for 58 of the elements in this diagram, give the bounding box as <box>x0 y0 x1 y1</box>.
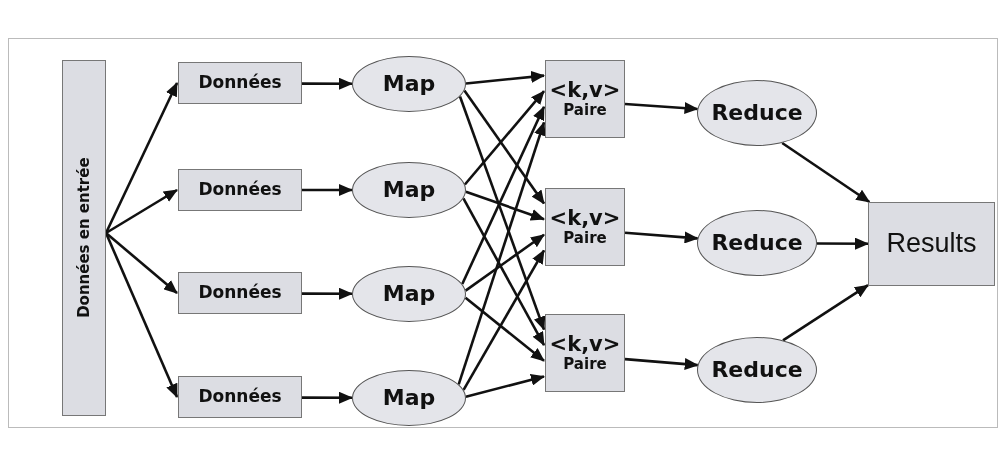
arrow <box>464 233 545 292</box>
node-label: Map <box>382 281 436 307</box>
node-label: Map <box>382 177 436 203</box>
arrow <box>782 284 869 342</box>
arrow <box>465 373 545 399</box>
arrow <box>104 232 179 398</box>
input-data-bar <box>62 60 106 416</box>
node-label: Paire <box>563 230 607 248</box>
arrow <box>462 249 546 391</box>
node-label: Données <box>198 73 282 93</box>
arrow <box>302 391 353 404</box>
arrow <box>302 77 353 90</box>
arrow <box>463 89 546 205</box>
arrow <box>302 287 353 300</box>
process-box <box>545 188 625 266</box>
process-box <box>178 272 302 314</box>
process-box <box>178 169 302 211</box>
arrow <box>105 232 178 294</box>
node-label: Données <box>198 180 282 200</box>
process-box <box>178 62 302 104</box>
arrow <box>624 231 699 244</box>
arrow <box>105 188 178 235</box>
arrow <box>302 184 353 196</box>
arrow <box>624 357 699 370</box>
process-ellipse <box>352 162 466 218</box>
node-label: Paire <box>563 102 607 120</box>
arrow <box>465 190 545 221</box>
node-label: <k,v> <box>549 206 621 231</box>
arrow <box>624 102 699 115</box>
process-box <box>545 314 625 392</box>
process-ellipse <box>352 266 466 322</box>
arrow <box>458 96 546 331</box>
process-ellipse <box>352 56 466 112</box>
arrow <box>464 296 545 362</box>
process-box <box>178 376 302 418</box>
node-label: Results <box>886 228 977 260</box>
node-label: <k,v> <box>549 78 621 103</box>
arrow <box>817 237 869 250</box>
arrow <box>781 141 871 204</box>
node-label: Map <box>382 385 436 411</box>
node-label: <k,v> <box>549 332 621 357</box>
node-label: Paire <box>563 356 607 374</box>
arrow <box>462 197 546 347</box>
node-label: Map <box>382 71 436 97</box>
arrow <box>463 90 545 186</box>
node-label: Données <box>198 387 282 407</box>
process-ellipse <box>352 370 466 426</box>
process-box <box>868 202 995 286</box>
arrow <box>104 82 179 234</box>
node-label: Reduce <box>711 100 803 126</box>
arrow <box>465 70 545 85</box>
node-label: Reduce <box>711 357 803 383</box>
process-box <box>545 60 625 138</box>
node-label: Reduce <box>711 230 803 256</box>
node-label: Données en entrée <box>75 157 93 319</box>
arrow <box>457 121 546 385</box>
node-label: Données <box>198 283 282 303</box>
arrow <box>461 105 546 285</box>
